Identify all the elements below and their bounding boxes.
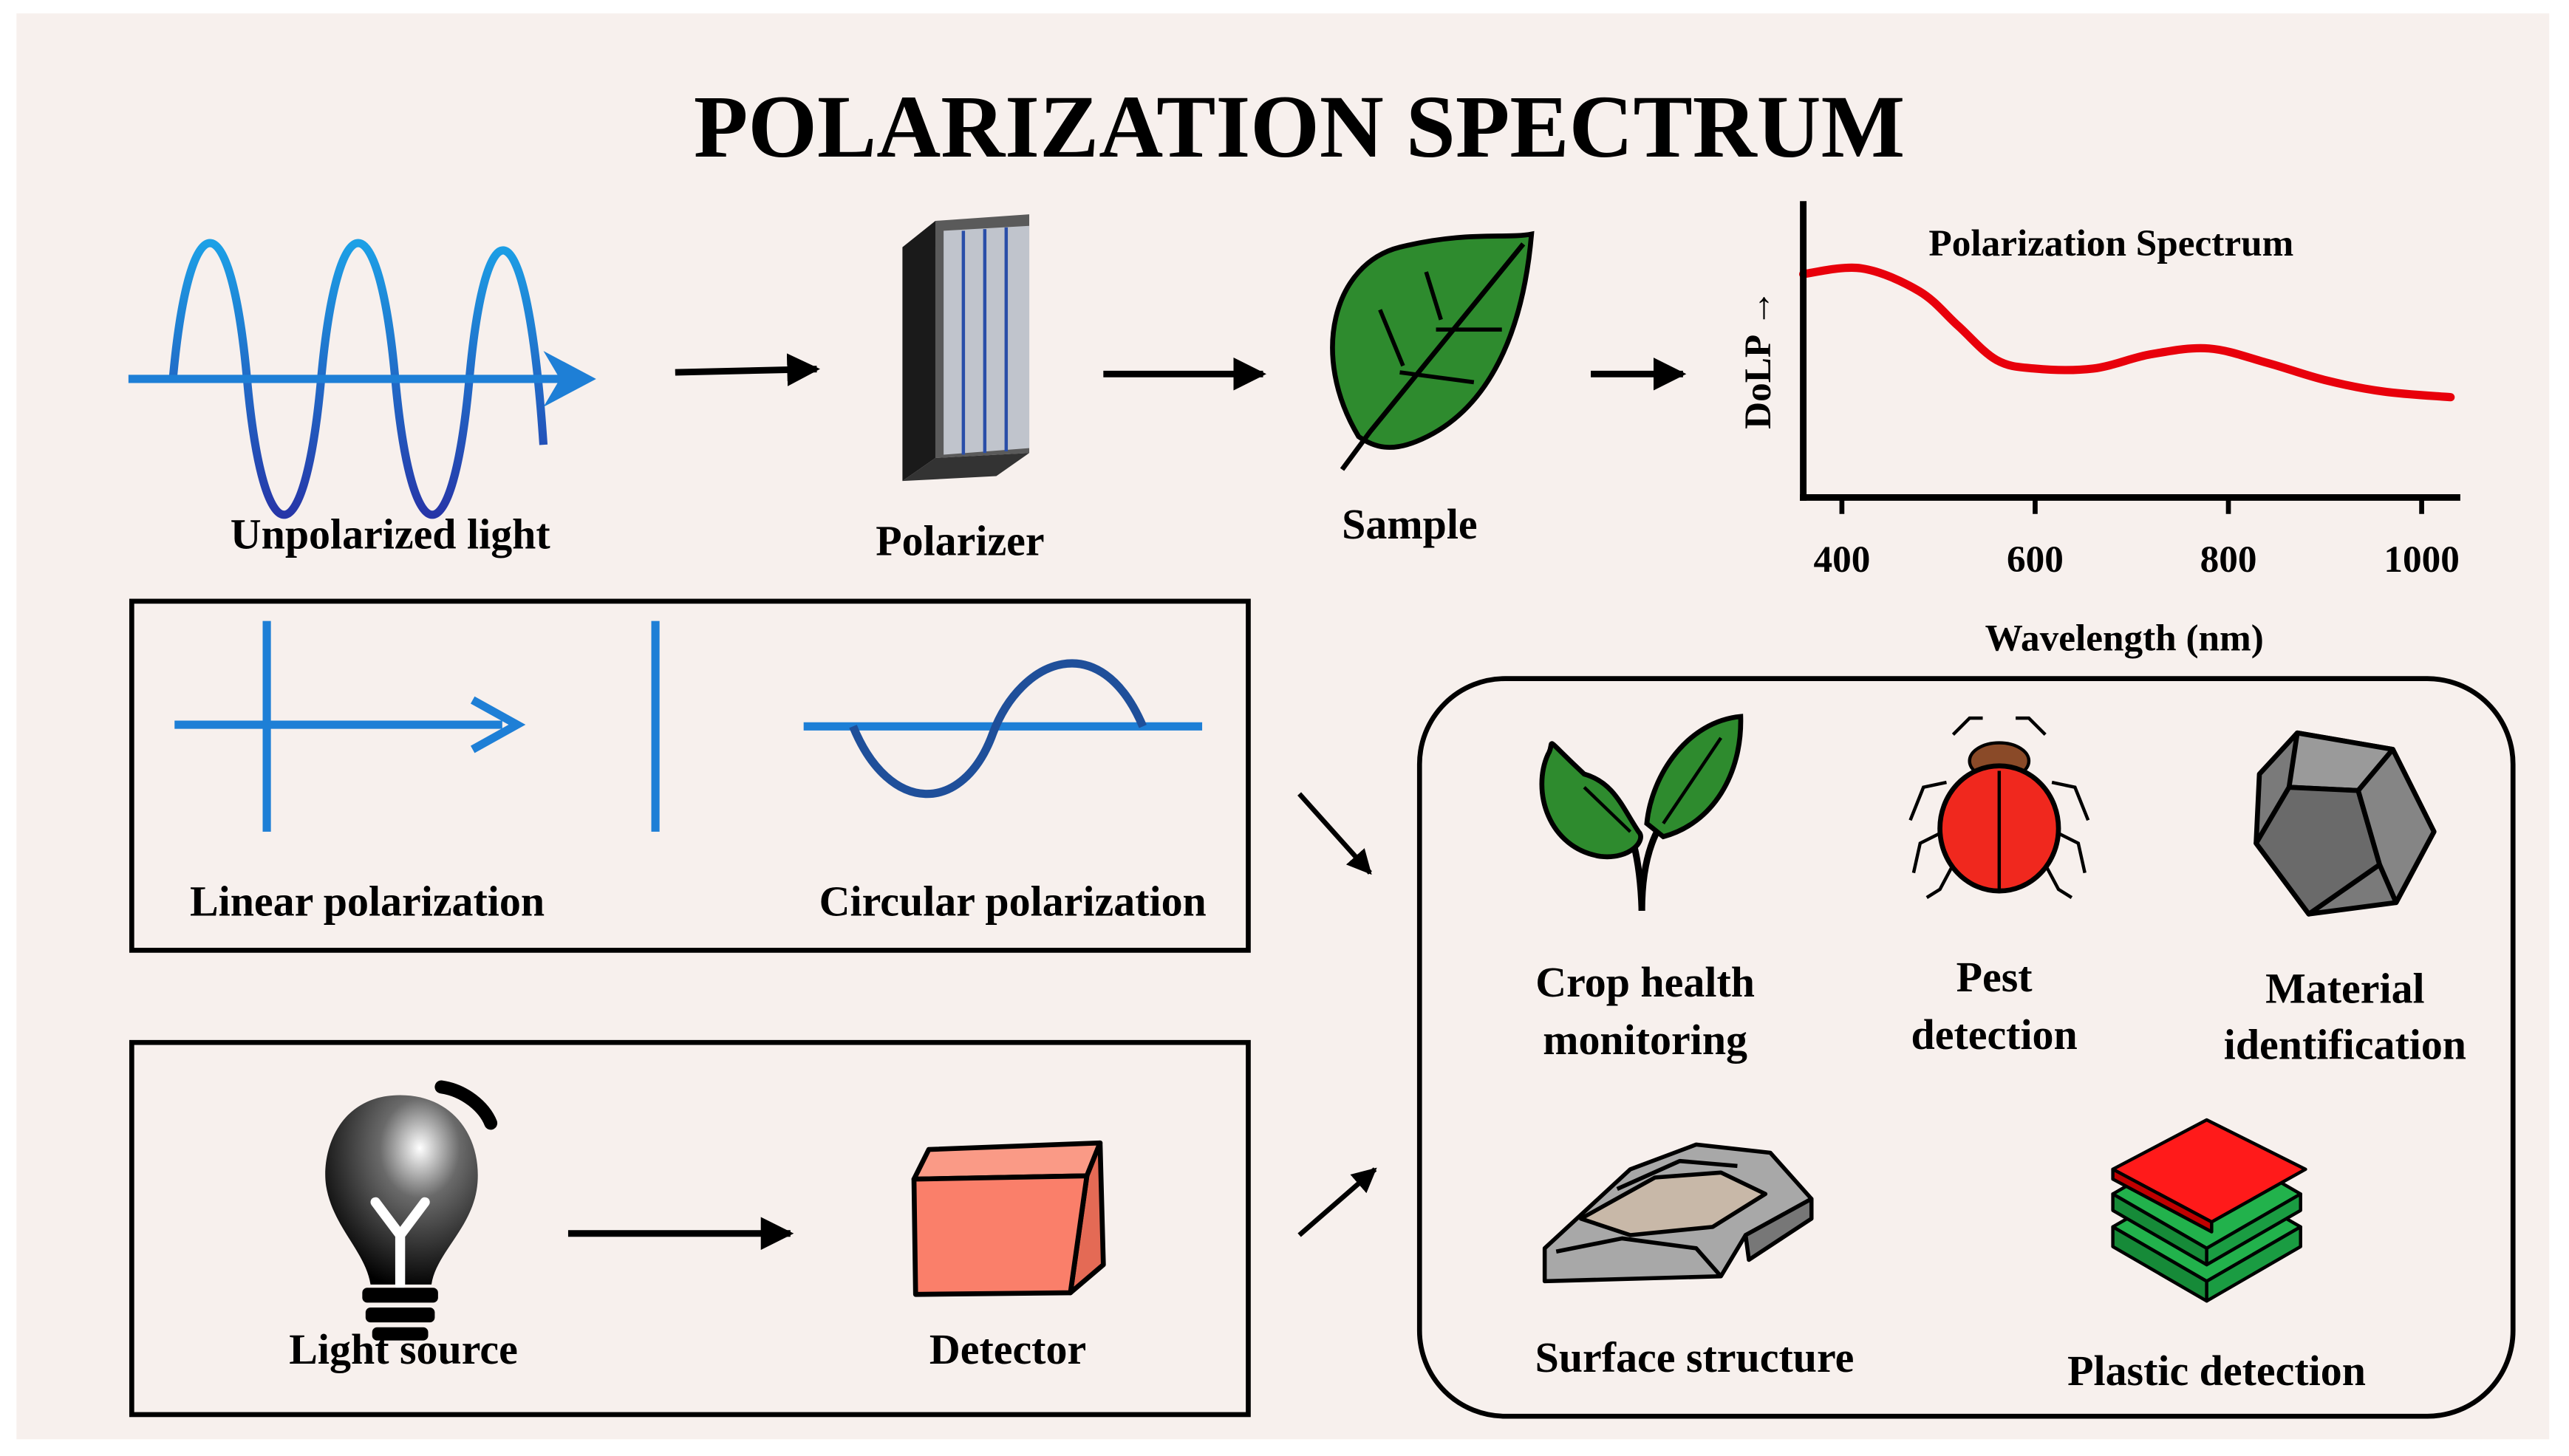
chart-xlabel: Wavelength (nm) xyxy=(1985,618,2264,660)
pest-detection-label-line2: detection xyxy=(1911,1011,2078,1059)
crop-health-label-line2: monitoring xyxy=(1543,1016,1747,1064)
circular-polarization-icon xyxy=(803,659,1203,799)
light-bulb-icon xyxy=(325,1080,498,1341)
plastic-layers-icon xyxy=(2111,1118,2307,1303)
chart-title: Polarization Spectrum xyxy=(1928,222,2293,264)
chart-x-tick-label-0: 400 xyxy=(1813,539,1870,581)
leaf-sample-icon xyxy=(1330,230,1535,471)
setup-box xyxy=(129,1039,1251,1418)
crop-health-label-line1: Crop health xyxy=(1535,958,1755,1006)
chart-series-line xyxy=(1799,263,2455,402)
sprout-icon xyxy=(1539,714,1744,912)
detector-label: Detector xyxy=(929,1325,1086,1373)
material-identification-label-line1: Material xyxy=(2265,965,2425,1013)
chart-x-tick-label-3: 1000 xyxy=(2384,539,2460,581)
chart-x-tick-label-1: 600 xyxy=(2007,539,2064,581)
chart-x-tick-label-2: 800 xyxy=(2200,539,2257,581)
linear-polarization-icon xyxy=(174,621,660,832)
chart-ylabel: DoLP → xyxy=(1737,290,1779,429)
surface-structure-icon xyxy=(1542,1142,1814,1284)
polarizer-label: Polarizer xyxy=(876,516,1044,564)
beetle-icon xyxy=(1908,716,2090,899)
polyhedron-icon xyxy=(2254,730,2437,917)
light-source-label: Light source xyxy=(289,1325,518,1373)
polarization-spectrum-chart: Polarization Spectrum DoLP → Wavelength … xyxy=(1737,201,2460,660)
applications-box xyxy=(1416,676,2516,1419)
sample-label: Sample xyxy=(1342,500,1478,548)
unpolarized-light-label: Unpolarized light xyxy=(231,510,551,558)
unpolarized-light-wave-icon xyxy=(128,239,596,519)
page-title: POLARIZATION SPECTRUM xyxy=(694,78,1905,177)
circular-polarization-label: Circular polarization xyxy=(819,878,1207,926)
polarization-types-box xyxy=(129,598,1251,953)
polarizer-icon xyxy=(902,214,1030,482)
plastic-detection-label: Plastic detection xyxy=(2067,1347,2366,1395)
linear-polarization-label: Linear polarization xyxy=(190,878,545,926)
arrow-to-polarizer xyxy=(675,353,820,386)
arrow-types-to-applications xyxy=(1297,792,1372,875)
arrow-setup-to-applications xyxy=(1297,1167,1377,1237)
detector-icon xyxy=(911,1140,1106,1297)
surface-structure-label: Surface structure xyxy=(1535,1333,1855,1381)
pest-detection-label-line1: Pest xyxy=(1956,953,2033,1001)
material-identification-label-line2: identification xyxy=(2224,1020,2466,1068)
